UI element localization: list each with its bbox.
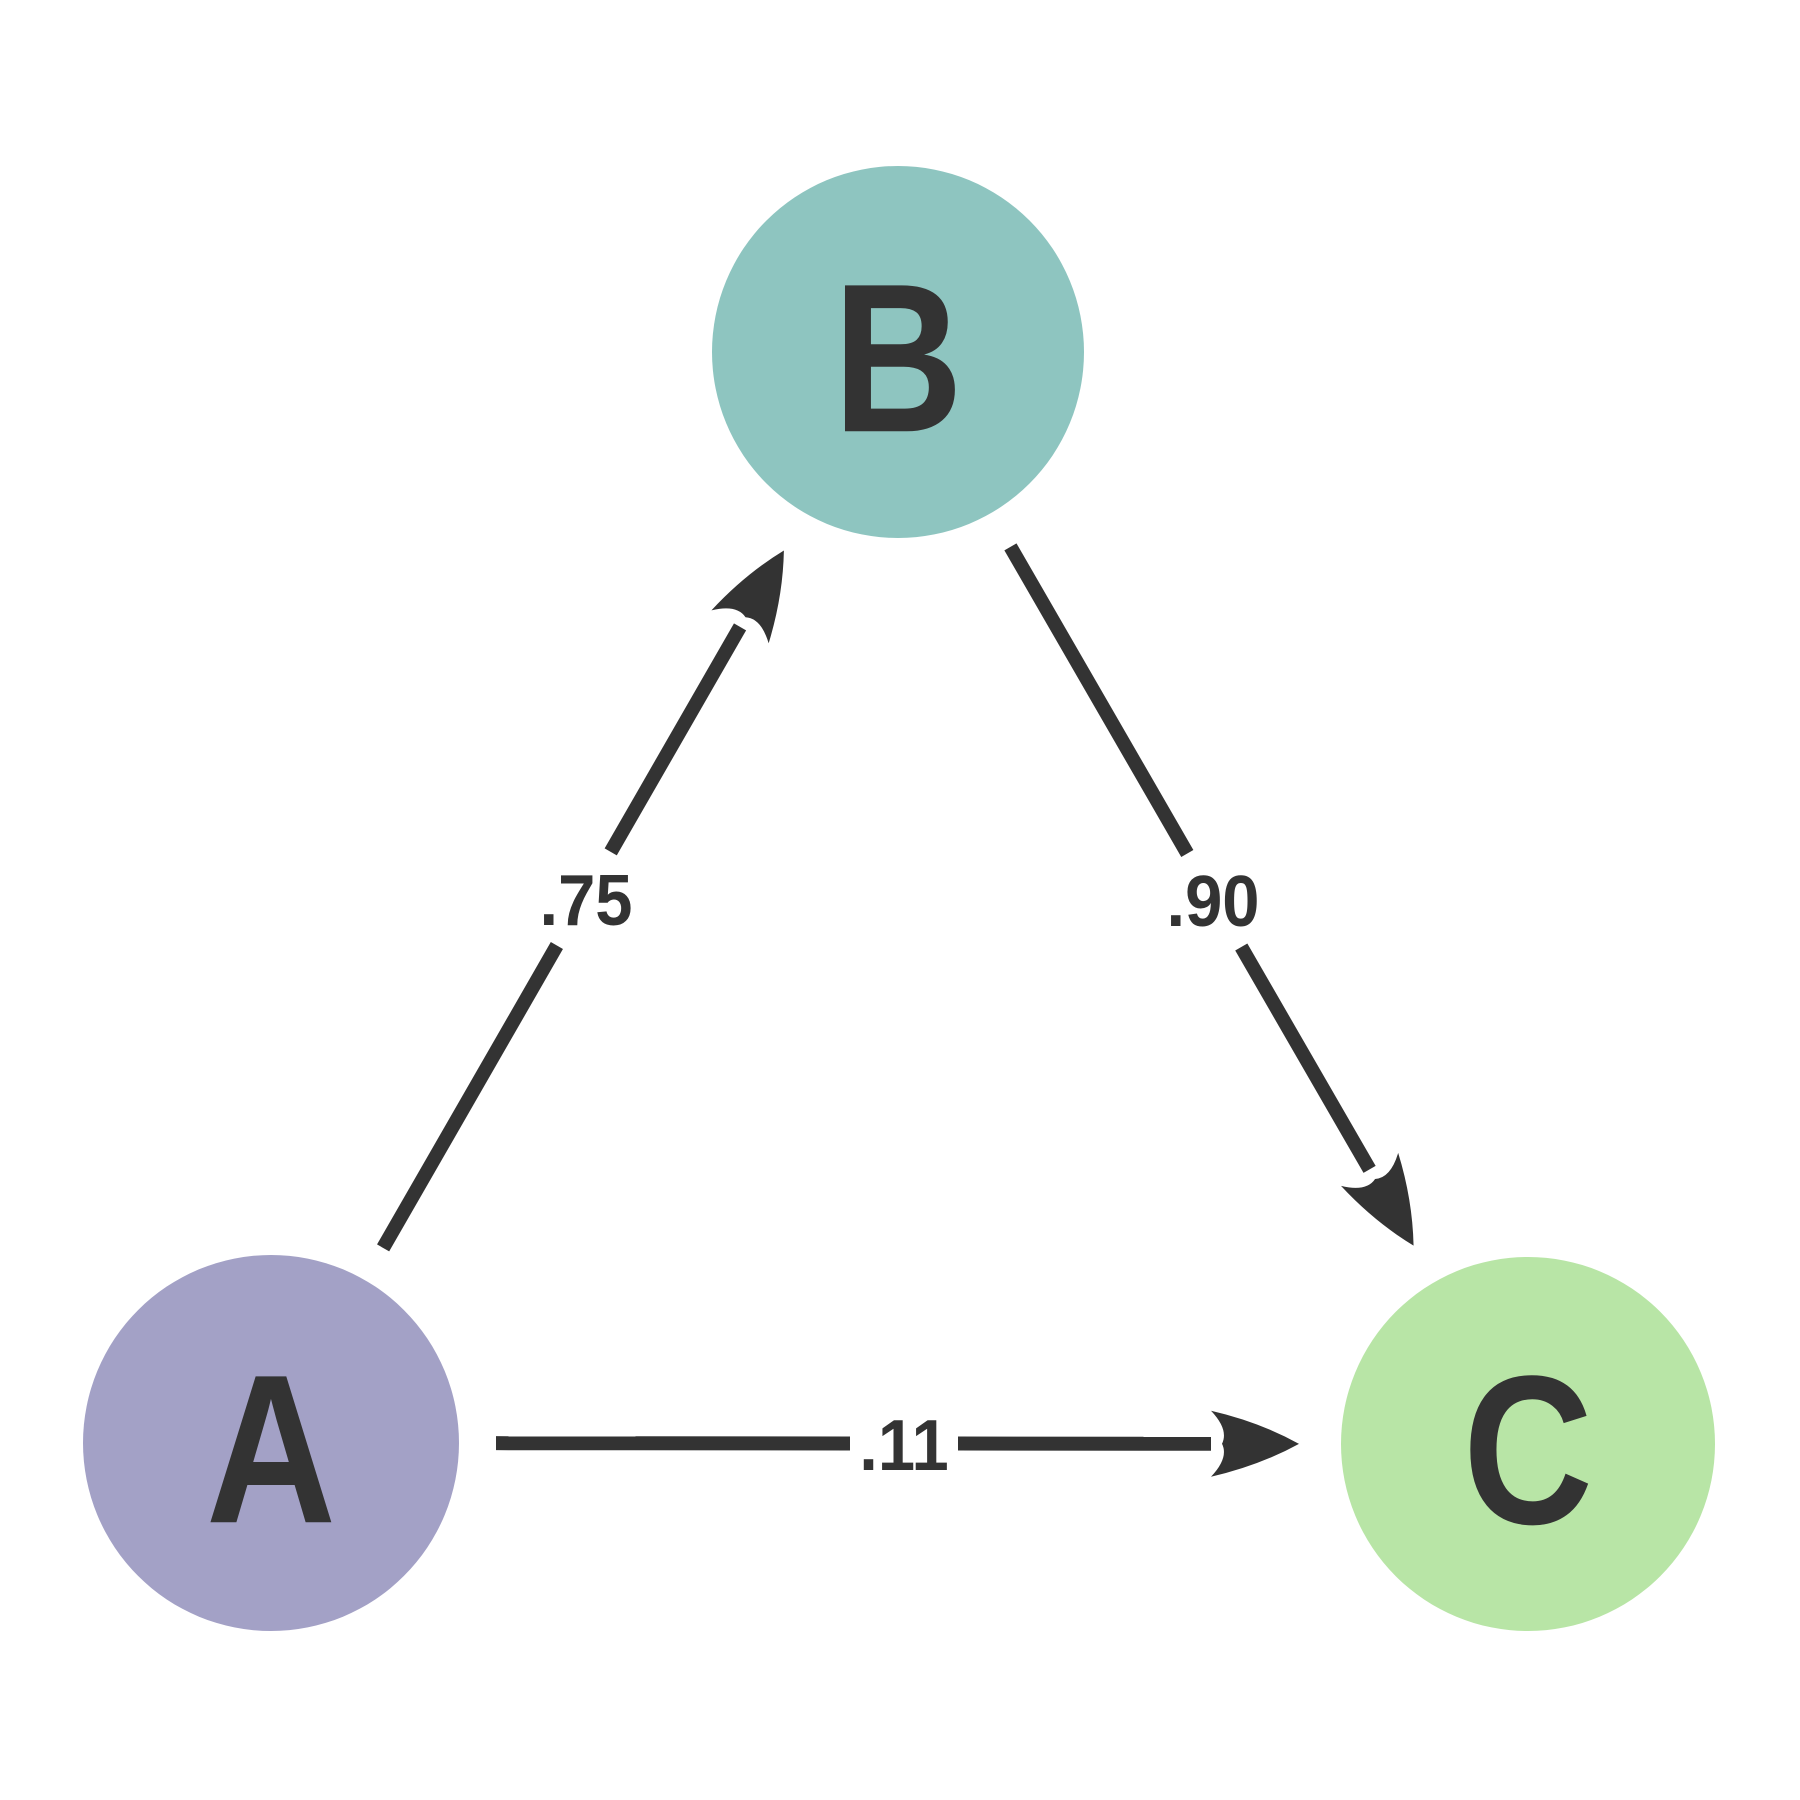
- edge-A-C: .11: [495, 1405, 1300, 1486]
- node-C-circle: [1341, 1257, 1715, 1631]
- edge-B-C-segment-2: [1235, 943, 1376, 1173]
- edge-B-C: .90: [1004, 543, 1414, 1246]
- arrowhead-A-C: [1210, 1410, 1300, 1477]
- node-A-circle: [83, 1255, 459, 1631]
- node-A-label: A: [206, 1330, 336, 1567]
- edge-A-B-segment-2: [604, 623, 747, 856]
- node-C-label: C: [1463, 1331, 1593, 1568]
- node-B-circle: [712, 166, 1084, 538]
- edge-A-B: .75: [377, 550, 784, 1252]
- edge-B-C-weight-label: .90: [1166, 861, 1259, 942]
- node-B: B: [712, 166, 1084, 538]
- edge-A-C-weight-label: .11: [859, 1405, 948, 1486]
- edge-A-B-segment-1: [377, 942, 563, 1252]
- edge-A-B-weight-label: .75: [539, 860, 632, 941]
- arrowhead-A-B: [711, 550, 784, 644]
- arrowhead-B-C: [1341, 1152, 1414, 1246]
- node-B-label: B: [833, 239, 963, 476]
- node-A: A: [83, 1255, 459, 1631]
- edge-B-C-segment-1: [1004, 543, 1194, 857]
- node-C: C: [1341, 1257, 1715, 1631]
